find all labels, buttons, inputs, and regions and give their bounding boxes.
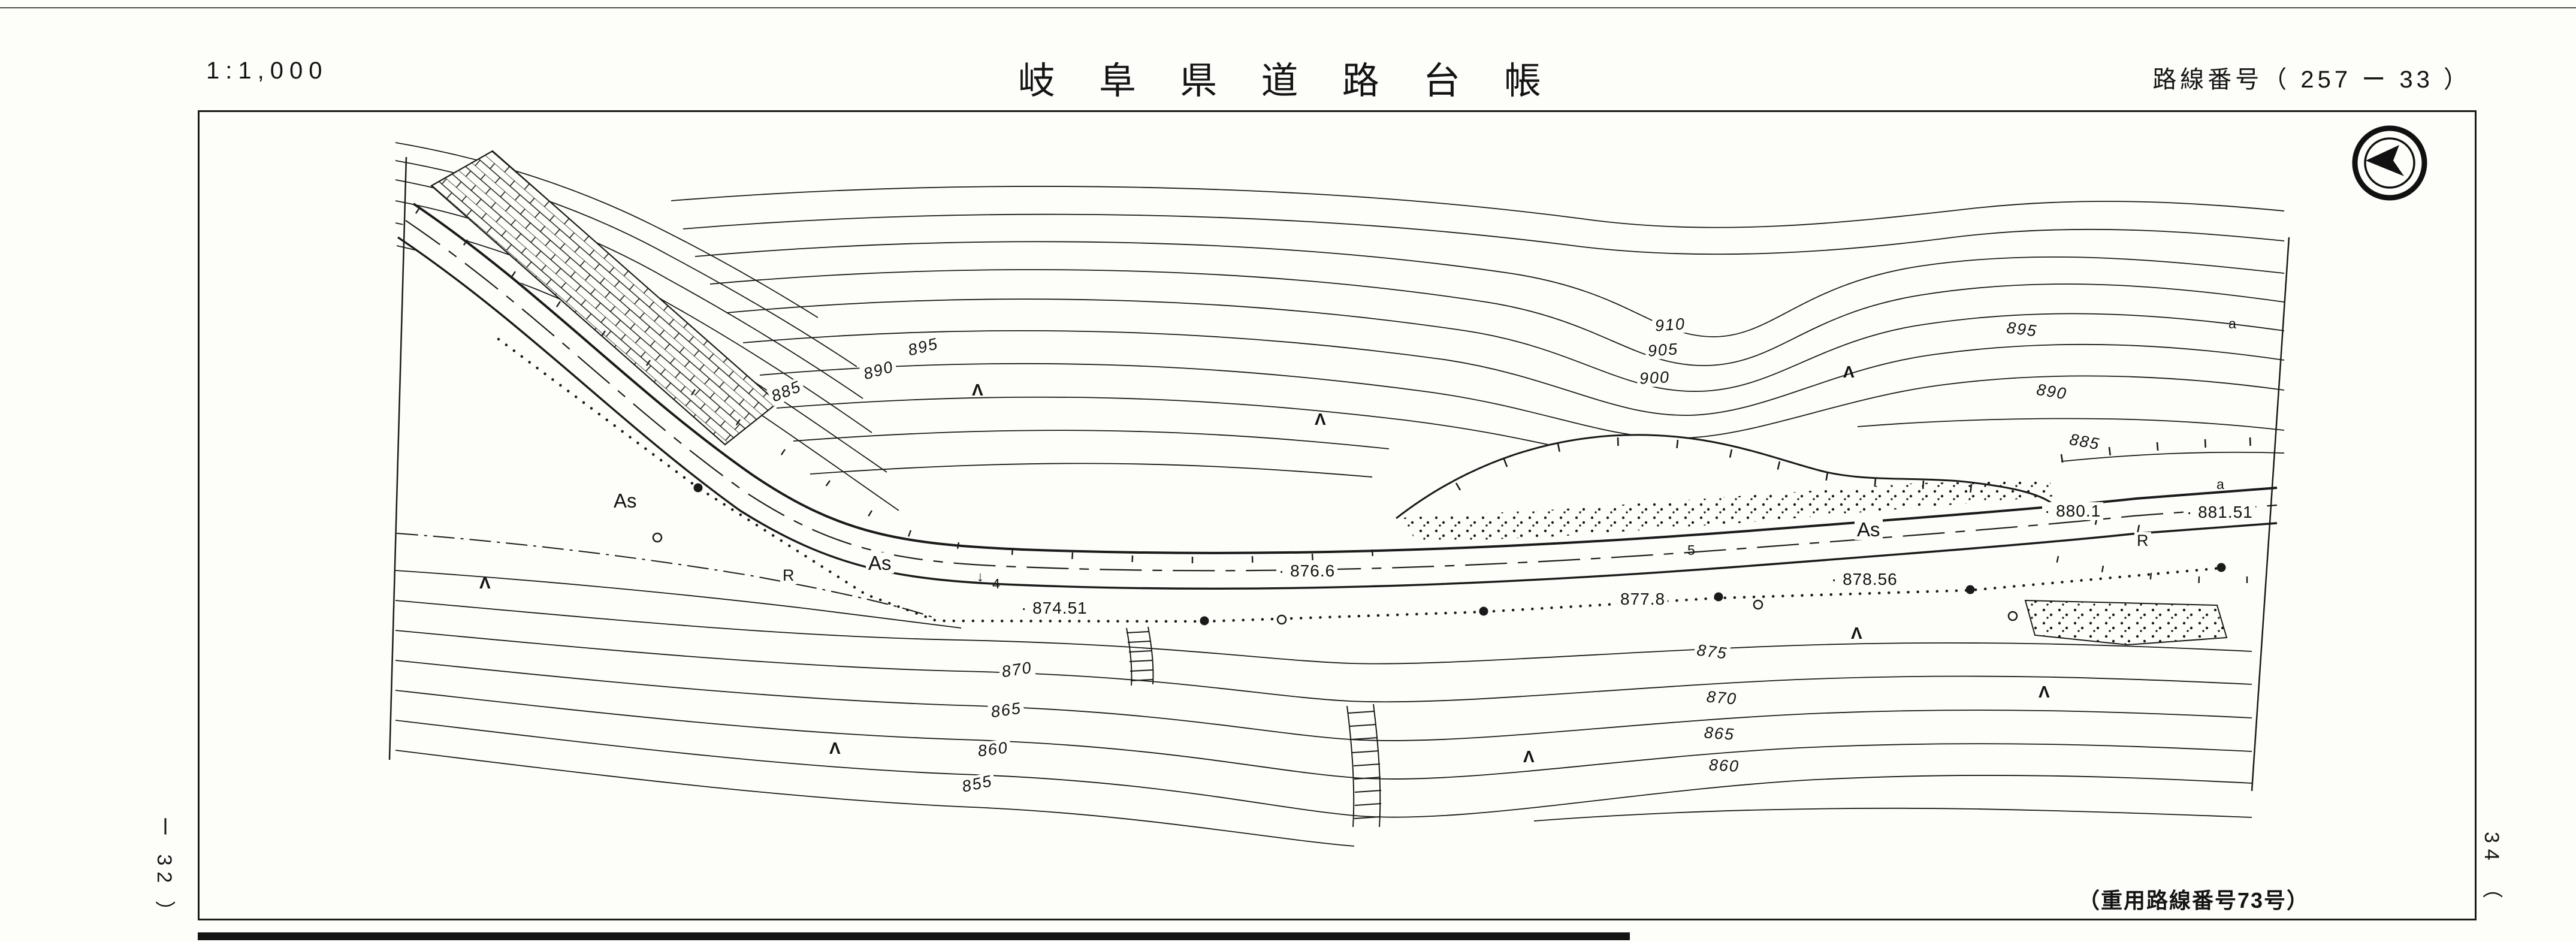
- left-sheet-ref: ー 32 ）: [153, 816, 176, 927]
- survey-traverse: [497, 337, 2226, 626]
- scan-bottom-edge: [198, 932, 1630, 940]
- route-number: 路線番号（ 257 ー 33 ）: [2152, 67, 2471, 93]
- map-scale: 1:1,000: [206, 58, 328, 84]
- reuse-route-note: （重用路線番号73号）: [2078, 888, 2310, 913]
- mound: [1396, 434, 2055, 543]
- road: [395, 203, 2279, 619]
- right-side-features: [2024, 437, 2251, 646]
- map-sheet-edges: [388, 156, 2290, 792]
- gravel-band: [1402, 481, 2055, 543]
- gravel-patch: [2024, 599, 2228, 646]
- scan-top-edge: [0, 7, 2576, 8]
- survey-points: [693, 483, 2226, 626]
- gully-steps: [1126, 626, 1382, 828]
- upper-contour-lines: [671, 186, 2285, 478]
- north-arrow-icon: [2352, 125, 2427, 201]
- survey-points-open: [652, 532, 2018, 625]
- lower-contour-lines: [395, 570, 2252, 847]
- sheet-border: [198, 110, 2477, 920]
- page-title: 岐 阜 県 道 路 台 帳: [1017, 61, 1559, 102]
- right-sheet-ref: 34 （: [2480, 832, 2503, 905]
